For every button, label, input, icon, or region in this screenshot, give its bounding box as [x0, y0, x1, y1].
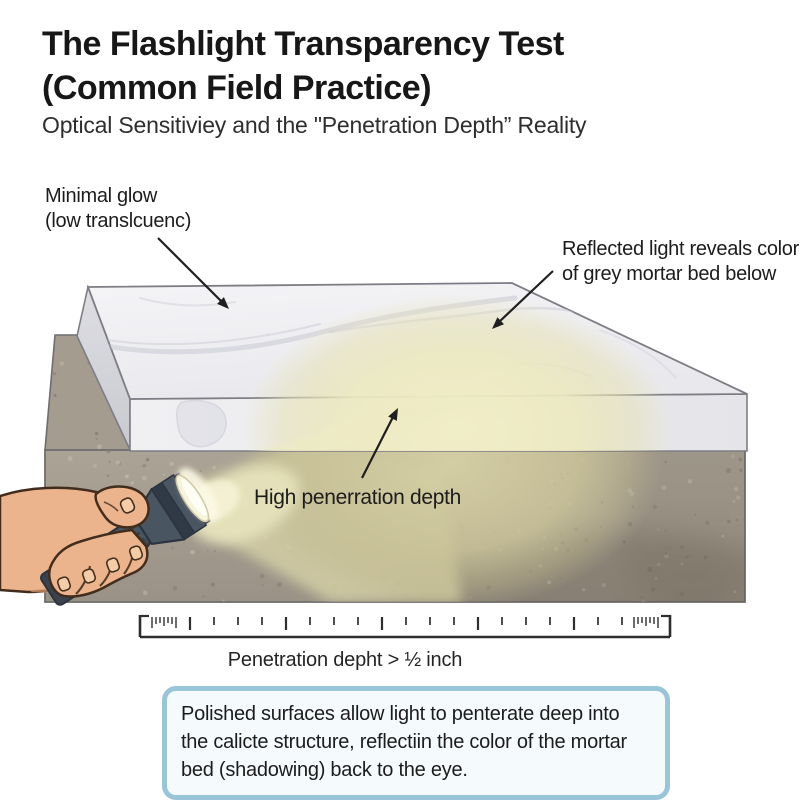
- arrow-minimal-glow: [157, 237, 229, 309]
- page-subtitle: Optical Sensitiviey and the "Penetration…: [42, 112, 587, 138]
- caption-text: Polished surfaces allow light to pentera…: [181, 703, 627, 781]
- annotation-reflected-line2: of grey mortar bed below: [562, 263, 777, 285]
- title-line2: (Common Field Practice): [42, 69, 432, 107]
- ruler-caption: Penetration depht > ½ inch: [227, 649, 463, 671]
- hand-fingers: [48, 485, 150, 598]
- annotation-minimal-glow: Minimal glow (low translcuenc): [45, 184, 191, 234]
- ruler-icon: [138, 614, 672, 639]
- annotation-reflected-light: Reflected light reveals color of grey mo…: [562, 237, 799, 287]
- annotation-minimal-glow-line2: (low translcuenc): [45, 210, 192, 232]
- annotation-minimal-glow-line1: Minimal glow: [45, 185, 157, 207]
- caption-box: Polished surfaces allow light to pentera…: [162, 686, 670, 800]
- annotation-reflected-line1: Reflected light reveals color: [562, 238, 799, 260]
- arrow-high-penetration: [361, 408, 398, 479]
- annotation-high-penetration: High penerration depth: [254, 486, 462, 509]
- page-title: The Flashlight Transparency Test (Common…: [42, 22, 564, 110]
- annotation-arrows: [157, 237, 554, 479]
- title-line1: The Flashlight Transparency Test: [42, 25, 564, 63]
- light-beam-slab: [242, 294, 674, 451]
- arrow-reflected-light: [492, 270, 554, 329]
